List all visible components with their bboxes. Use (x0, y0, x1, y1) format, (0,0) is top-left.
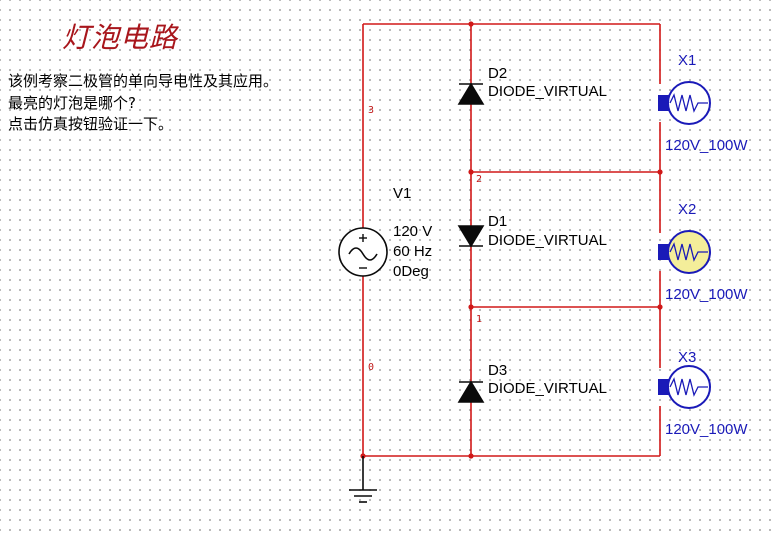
description-line-3: 点击仿真按钮验证一下。 (8, 115, 174, 133)
lamp-x1-icon[interactable] (658, 81, 711, 125)
junction-dots (360, 21, 663, 459)
source-ref: V1 (393, 185, 412, 202)
diode-d2-icon[interactable] (457, 82, 485, 105)
ground-icon (349, 456, 377, 503)
ac-source-icon[interactable] (338, 227, 388, 277)
diode-d3-ref: D3 (488, 362, 508, 379)
lamp-x3-rating: 120V_100W (665, 421, 748, 438)
diode-d2-model: DIODE_VIRTUAL (488, 83, 607, 100)
diode-d1-icon[interactable] (457, 225, 485, 248)
node-label-2: 2 (476, 174, 483, 185)
node-label-3: 3 (368, 105, 375, 116)
lamp-x1-rating: 120V_100W (665, 137, 748, 154)
diode-d3-model: DIODE_VIRTUAL (488, 380, 607, 397)
lamp-x2-ref: X2 (678, 201, 697, 218)
description-line-1: 该例考察二极管的单向导电性及其应用。 (8, 72, 279, 90)
lamp-x2-rating: 120V_100W (665, 286, 748, 303)
source-phase: 0Deg (393, 263, 429, 280)
circuit-title: 灯泡电路 (62, 21, 179, 54)
lamp-x2-icon[interactable] (658, 230, 711, 274)
diode-d1-ref: D1 (488, 213, 508, 230)
diode-d3-icon[interactable] (457, 380, 485, 403)
node-label-0: 0 (368, 362, 375, 373)
node-label-1: 1 (476, 314, 483, 325)
lamp-x1-ref: X1 (678, 52, 697, 69)
lamp-x3-icon[interactable] (658, 365, 711, 409)
lamp-x3-ref: X3 (678, 349, 697, 366)
source-frequency: 60 Hz (393, 243, 433, 260)
description-line-2: 最亮的灯泡是哪个? (8, 94, 136, 112)
source-voltage: 120 V (393, 223, 433, 240)
diode-d1-model: DIODE_VIRTUAL (488, 232, 607, 249)
diode-d2-ref: D2 (488, 65, 508, 82)
